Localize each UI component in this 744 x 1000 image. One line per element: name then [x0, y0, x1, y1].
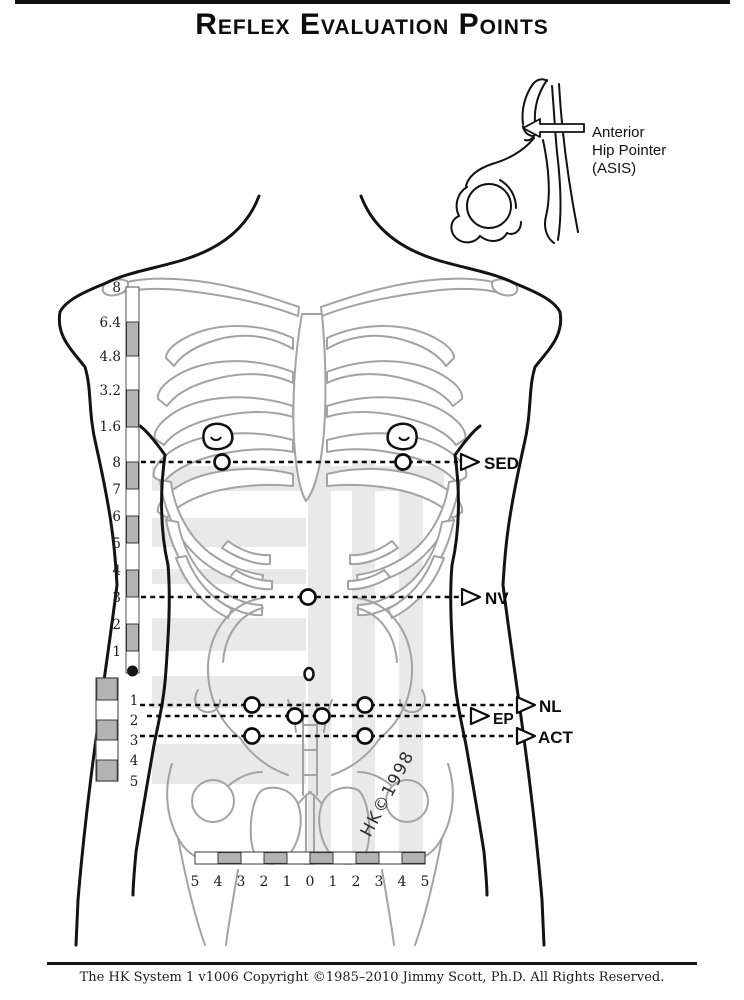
- bottom-ruler: 5 4 3 2 1 0 1 2 3 4 5: [191, 851, 430, 890]
- act-point-left: [243, 727, 261, 745]
- ruler-tick-label: 4.8: [100, 349, 121, 365]
- ruler-tick-label: 0: [306, 874, 315, 890]
- inset-label-line3: (ASIS): [592, 160, 636, 177]
- hip-inset: Anterior Hip Pointer (ASIS): [450, 78, 666, 244]
- act-point-right: [356, 727, 374, 745]
- navel: [303, 666, 315, 682]
- act-pointer-icon: [515, 726, 537, 746]
- ruler-tick-label: 2: [352, 874, 361, 890]
- nipple-left: [202, 422, 234, 451]
- ep-label: EP: [493, 711, 514, 728]
- inset-label-line2: Hip Pointer: [592, 142, 666, 159]
- reflex-labels: SED NV NL EP ACT: [459, 452, 574, 747]
- ruler-tick-label: 2: [260, 874, 269, 890]
- ep-point-right: [313, 707, 331, 725]
- ep-point-left: [286, 707, 304, 725]
- ruler-tick-label: 4: [130, 753, 139, 769]
- act-label: ACT: [538, 728, 574, 747]
- sed-pointer-icon: [459, 452, 481, 472]
- ruler-tick-label: 4: [214, 874, 223, 890]
- ruler-tick-label: 6: [112, 509, 121, 525]
- sed-point-right: [394, 453, 412, 471]
- ruler-tick-label: 5: [112, 536, 121, 552]
- inset-label-line1: Anterior: [592, 124, 645, 141]
- ruler-tick-label: 4: [398, 874, 407, 890]
- ruler-tick-label: 1: [329, 874, 338, 890]
- nl-label: NL: [539, 697, 562, 716]
- top-rule: [15, 0, 730, 4]
- ruler-tick-label: 3: [375, 874, 384, 890]
- ruler-tick-label: 1: [283, 874, 292, 890]
- sternum: [292, 313, 327, 502]
- ruler-tick-label: 6.4: [100, 315, 121, 331]
- footer-rule: [47, 962, 697, 965]
- ruler-tick-label: 5: [130, 774, 139, 790]
- ruler-tick-label: 7: [112, 482, 121, 498]
- copyright-text: The HK System 1 v1006 Copyright ©1985–20…: [79, 970, 665, 985]
- ruler-tick-label: 4: [112, 563, 121, 579]
- reflex-point-markers: [213, 453, 412, 745]
- ruler-tick-label: 1: [112, 644, 121, 660]
- vertical-ruler-upper: 8 6.4 4.8 3.2 1.6 8 7 6 5 4 3 2 1: [100, 280, 140, 677]
- ruler-tick-label: 5: [191, 874, 200, 890]
- ruler-tick-label: 5: [421, 874, 430, 890]
- nv-point: [299, 588, 317, 606]
- footer: The HK System 1 v1006 Copyright ©1985–20…: [0, 962, 744, 985]
- nl-pointer-icon: [515, 695, 537, 715]
- ruler-tick-label: 3: [112, 590, 121, 606]
- asis-arrow-icon: [522, 118, 585, 138]
- nl-point-left: [243, 696, 261, 714]
- ruler-tick-label: 3: [237, 874, 246, 890]
- nv-pointer-icon: [460, 587, 482, 607]
- ruler-tick-label: 2: [112, 617, 121, 633]
- vertical-ruler-lower: 1 2 3 4 5: [95, 677, 139, 790]
- ruler-tick-label: 3: [130, 733, 139, 749]
- nl-point-right: [356, 696, 374, 714]
- page-title: Reflex Evaluation Points: [195, 8, 549, 41]
- ruler-tick-label: 1: [130, 693, 139, 709]
- nv-label: NV: [485, 589, 509, 608]
- skeleton-left-half: [101, 277, 312, 946]
- sed-point-left: [213, 453, 231, 471]
- ruler-tick-label: 3.2: [100, 383, 121, 399]
- sed-label: SED: [484, 454, 519, 473]
- ruler-tick-label: 8: [112, 455, 121, 471]
- ruler-tick-label: 2: [130, 713, 139, 729]
- ruler-zero-dot: [127, 665, 138, 677]
- ruler-tick-label: 1.6: [100, 419, 121, 435]
- ep-pointer-icon: [469, 706, 491, 726]
- ruler-tick-label: 8: [112, 280, 121, 296]
